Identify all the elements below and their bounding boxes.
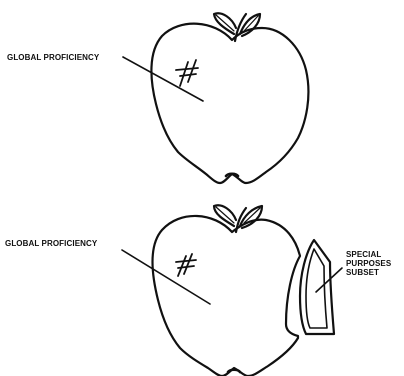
leader-line (122, 250, 210, 304)
apple-body-outline (151, 24, 308, 183)
slice-inner (306, 249, 327, 328)
apple-blossom-end (228, 370, 240, 372)
hash-mark (176, 60, 198, 86)
subset-label-line-3: SUBSET (346, 268, 379, 277)
hash-mark (176, 254, 196, 276)
bitten-apple (122, 205, 300, 376)
bottom-label-global-proficiency: GLOBAL PROFICIENCY (5, 239, 97, 248)
top-label-global-proficiency: GLOBAL PROFICIENCY (7, 53, 99, 62)
subset-label-line-2: PURPOSES (346, 259, 391, 268)
subset-pointer (316, 268, 342, 292)
apple-blossom-end (226, 174, 238, 176)
leader-line (123, 57, 203, 101)
whole-apple (123, 13, 308, 183)
subset-label-line-1: SPECIAL (346, 250, 381, 259)
subset-slice (300, 240, 342, 334)
apple-body-outline (153, 216, 301, 376)
